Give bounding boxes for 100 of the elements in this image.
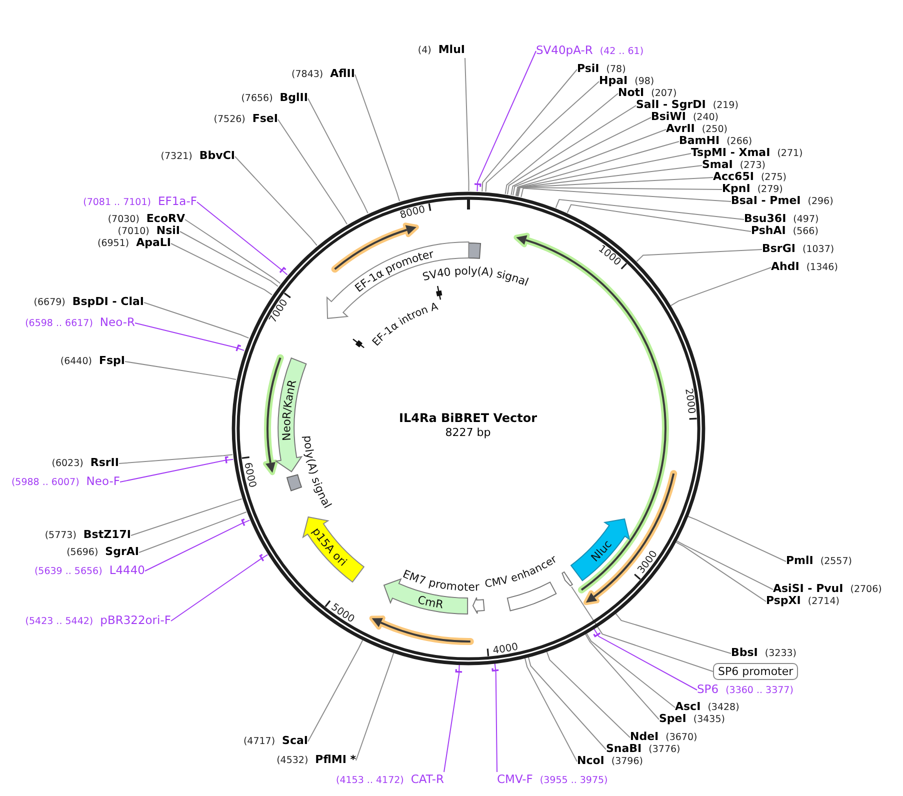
leader-line [120, 458, 234, 482]
primer-position: (3360 .. 3377) [726, 684, 794, 698]
feature-tag: SP6 promoter [713, 663, 798, 680]
site-position: (3435) [693, 713, 725, 727]
enzyme-name: AsiSI - PvuI [773, 582, 844, 596]
enzyme-name: AscI [675, 700, 701, 714]
site-position: (7030) [108, 213, 140, 226]
enzyme-name: TspMI - XmaI [691, 146, 770, 160]
enzyme-name: SalI - SgrDI [636, 98, 706, 112]
enzyme-name: Bsu36I [744, 212, 786, 226]
enzyme-name: SpeI [659, 712, 686, 726]
enzyme-name: ApaLI [136, 236, 171, 250]
enzyme-name: HpaI [599, 74, 628, 88]
enzyme-name: AflII [330, 67, 355, 81]
enzyme-name: PspXI [766, 594, 801, 608]
enzyme-name: EcoRV [146, 212, 185, 226]
leader-line [546, 651, 630, 738]
site-position: (3428) [708, 701, 740, 714]
leader-line [636, 249, 762, 262]
enzyme-name: BspDI - ClaI [72, 295, 144, 309]
leader-line [134, 322, 245, 351]
site-position: (6440) [60, 355, 92, 369]
leader-line [687, 516, 786, 562]
enzyme-name: MluI [438, 43, 465, 57]
site-position: (7010) [118, 225, 150, 238]
leader-line [516, 165, 702, 197]
feature-label: EM7 promoter [400, 567, 480, 594]
leader-line [196, 202, 288, 276]
site-position: (6023) [52, 457, 84, 471]
leader-line [356, 652, 394, 761]
leader-line [520, 188, 732, 202]
site-position: (3776) [648, 743, 680, 757]
enzyme-name: NsiI [156, 224, 180, 238]
leader-line [676, 540, 774, 590]
leader-line [584, 633, 660, 720]
site-position: (4717) [243, 735, 276, 749]
leader-line [144, 302, 250, 339]
ruler-label: 4000 [492, 640, 519, 656]
site-position: (2714) [808, 595, 840, 609]
enzyme-name: PsiI [577, 62, 600, 76]
enzyme-name: NotI [618, 86, 644, 100]
primer-position: (3955 .. 3975) [540, 774, 608, 788]
site-position: (6679) [34, 296, 66, 310]
site-position: (78) [606, 63, 626, 76]
enzyme-name: BbsI [731, 646, 758, 660]
enzyme-name: AhdI [771, 260, 800, 274]
primer-name: pBR322ori-F [100, 613, 171, 627]
site-position: (7321) [160, 150, 192, 164]
leader-line [464, 58, 470, 192]
enzyme-name: NdeI [630, 730, 659, 744]
site-position: (7656) [241, 92, 273, 106]
primer-name: EF1a-F [158, 194, 197, 208]
leader-line [354, 74, 400, 202]
site-position: (207) [651, 87, 677, 100]
leader-line [308, 98, 368, 214]
enzyme-name: Acc65I [713, 170, 754, 184]
primer-name: CMV-F [497, 772, 533, 786]
site-position: (219) [712, 99, 738, 112]
site-position: (3796) [611, 755, 643, 769]
leader-line [308, 640, 364, 742]
leader-line [571, 586, 714, 672]
site-position: (7526) [214, 113, 246, 127]
leader-line [506, 105, 636, 195]
leader-line [234, 156, 318, 246]
leader-line [515, 141, 680, 196]
enzyme-name: SnaBI [606, 742, 642, 756]
leader-line [482, 69, 578, 192]
site-position: (3233) [764, 647, 796, 661]
leader-line [518, 187, 722, 197]
leader-line [124, 361, 236, 380]
site-position: (296) [808, 195, 834, 209]
primer-position: (4153 .. 4172) [336, 774, 404, 788]
leader-line [184, 219, 281, 284]
ruler-label: 8000 [398, 203, 426, 220]
primer-name: Neo-R [100, 315, 135, 329]
leader-line [278, 119, 348, 225]
enzyme-name: KpnI [722, 182, 750, 196]
site-position: (2557) [820, 555, 852, 569]
site-position: (1346) [806, 261, 838, 275]
site-position: (566) [792, 225, 818, 239]
site-position: (6951) [97, 237, 130, 251]
leader-line [118, 454, 233, 464]
leader-line [615, 612, 732, 654]
site-position: (2706) [850, 583, 882, 597]
leader-line [485, 81, 600, 192]
enzyme-name: ScaI [282, 734, 308, 748]
site-position: (4) [418, 44, 432, 58]
site-position: (240) [692, 111, 718, 124]
enzyme-name: PmlI [786, 554, 814, 568]
site-position: (497) [793, 213, 819, 226]
leader-line [512, 129, 666, 196]
enzyme-name: BamHI [679, 134, 720, 148]
vector-name: IL4Ra BiBRET Vector [399, 412, 537, 425]
leader-line [504, 93, 618, 194]
leader-line [170, 554, 268, 622]
enzyme-name: BbvCI [199, 149, 235, 163]
leader-line [444, 664, 460, 772]
primer-position: (5423 .. 5442) [25, 615, 94, 629]
site-position: (275) [760, 171, 787, 184]
leader-line [476, 50, 536, 192]
